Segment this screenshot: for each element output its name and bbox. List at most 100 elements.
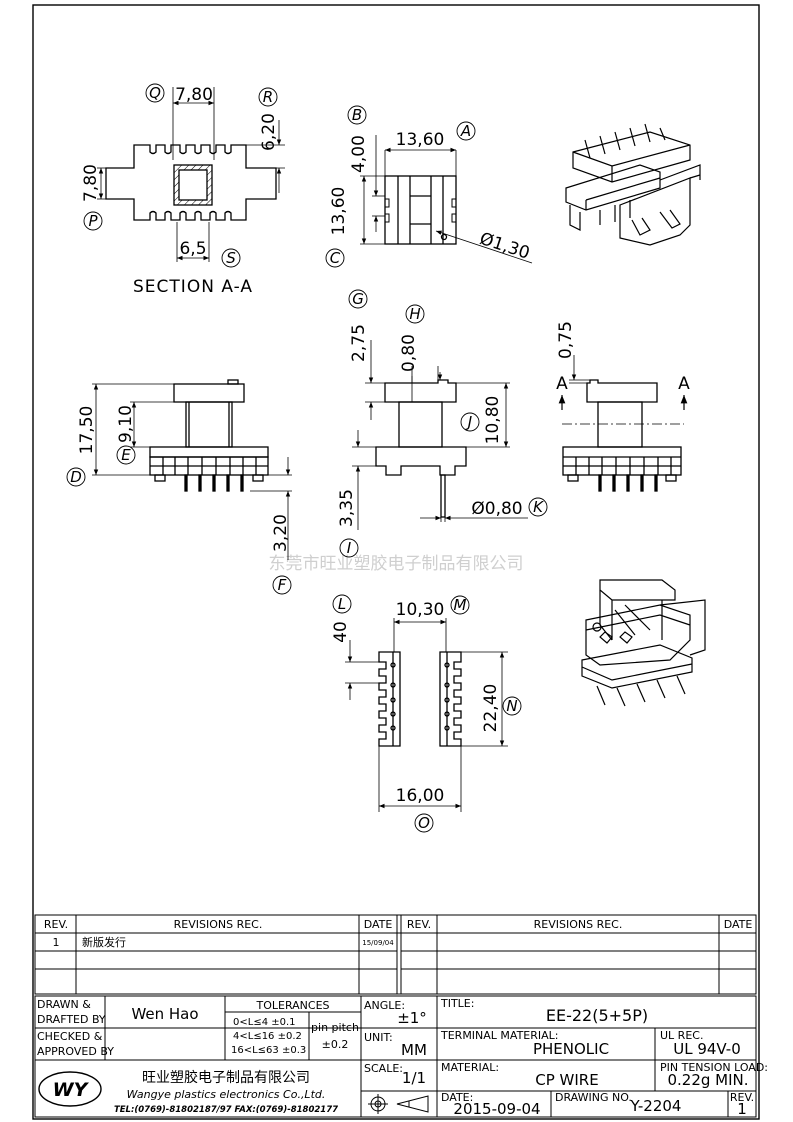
pin-pitch-value: ±0.2 [322,1038,349,1051]
rev-col-rec-left: REVISIONS REC. [174,918,263,931]
section-view [83,83,285,268]
sheet-border [32,4,760,1120]
watermark: 东莞市旺业塑胶电子制品有限公司 [269,554,524,574]
dim-p-value: 7,80 [81,164,101,202]
drawing-no-value: Y-2204 [630,1097,682,1115]
date-value: 2015-09-04 [453,1100,540,1118]
section-arrow-right: A [678,374,690,394]
dim-f-label: F [278,576,287,594]
dim-k-value: Ø0,80 [471,499,522,519]
rev-col-date-right: DATE [724,918,753,931]
logo-text: WY [53,1079,90,1101]
rev-label: REV. [730,1091,754,1104]
ul-label: UL REC. [660,1029,703,1042]
dim-r-value: 6,20 [259,113,279,151]
dim-g-label: G [352,290,364,308]
company-logo: WY [38,1071,102,1107]
dim-m-label: M [454,596,467,614]
dim-p-label: P [88,212,98,230]
dim-c-value: 13,60 [329,187,349,236]
dim-b-label: B [352,106,362,124]
dim-hole-value: Ø1,30 [477,229,532,264]
dim-n-label: N [506,697,517,715]
section-arrow-left: A [556,374,568,394]
pin-pitch-label: pin pitch [311,1021,359,1034]
dim-i-value: 3,35 [337,489,357,527]
approved-label: APPROVED BY [37,1045,114,1058]
projection-symbol-icon [368,1094,429,1114]
rev-col-rec-right: REVISIONS REC. [534,918,623,931]
rev-col-date-left: DATE [364,918,393,931]
front-view [325,105,533,268]
pin-tension-label: PIN TENSION LOAD: [660,1061,768,1074]
terminal-value: PHENOLIC [533,1040,609,1058]
title-label: TITLE: [440,997,474,1010]
tolerance-2: 4<L≤16 ±0.2 [233,1031,302,1042]
side-view-right [558,355,688,492]
dim-s-label: S [226,249,236,267]
dim-r-label: R [263,88,273,106]
ul-value: UL 94V-0 [673,1040,741,1058]
company-name-cn: 旺业塑胶电子制品有限公司 [142,1069,310,1086]
dim-c-label: C [330,249,341,267]
dim-s-value: 6,5 [179,239,206,259]
dim-q-label: Q [149,84,161,102]
iso-view-bottom [581,579,706,707]
rev-row-rev: 1 [53,936,60,949]
dim-o-value: 16,00 [396,786,445,806]
rev-value: 1 [737,1100,747,1118]
dim-n-value: 22,40 [481,684,501,733]
angle-value: ±1° [397,1009,427,1027]
drawn-value: Wen Hao [131,1005,198,1023]
dim-a-label: A [460,122,471,140]
dim-e-label: E [121,446,131,464]
bottom-view [332,594,522,833]
iso-view-top [565,123,701,246]
dim-g-value: 2,75 [349,324,369,362]
dim-d-label: D [70,468,82,486]
revisions-table [34,914,757,995]
company-contact: TEL:(0769)-81802187/97 FAX:(0769)-818021… [114,1105,338,1115]
terminal-label: TERMINAL MATERIAL: [440,1029,559,1042]
dim-t-value: 0,75 [556,321,576,359]
date-label: DATE: [441,1091,473,1104]
pin-tension-value: 0.22g MIN. [667,1071,748,1089]
dim-m-value: 10,30 [396,600,445,620]
dim-l-value: 40 [331,621,351,643]
dim-d-value: 17,50 [77,406,97,455]
company-name-en: Wangye plastics electronics Co.,Ltd. [127,1088,326,1101]
drawing-no-label: DRAWING NO. [555,1091,632,1104]
material-label: MATERIAL: [441,1061,499,1074]
rev-col-rev-right: REV. [407,918,431,931]
unit-label: UNIT: [364,1031,393,1044]
dim-o-label: O [418,814,430,832]
dim-k-label: K [533,498,544,516]
tolerance-3: 16<L≤63 ±0.3 [231,1045,306,1056]
checked-label: CHECKED & [37,1030,103,1043]
title-value: EE-22(5+5P) [546,1006,648,1025]
dim-l-label: L [338,595,346,613]
dim-j-value: 10,80 [483,396,503,445]
material-value: CP WIRE [535,1071,598,1089]
section-label: SECTION A-A [133,277,253,297]
tolerances-label: TOLERANCES [255,999,329,1012]
scale-label: SCALE: [364,1062,403,1075]
dim-b-value: 4,00 [349,135,369,173]
rev-row-date: 15/09/04 [362,939,394,947]
dim-f-value: 3,20 [271,514,291,552]
dim-q-value: 7,80 [175,85,213,105]
dim-h-value: 0,80 [399,334,419,372]
dim-e-value: 9,10 [116,405,136,443]
dim-j-label: J [465,413,472,431]
dim-i-label: I [347,539,352,557]
title-block [34,995,757,1118]
scale-value: 1/1 [402,1069,426,1087]
side-view-center [339,289,548,558]
drafted-label: DRAFTED BY [37,1013,106,1026]
unit-value: MM [401,1041,427,1059]
angle-label: ANGLE: [364,999,405,1012]
rev-row-rec: 新版发行 [82,935,126,949]
drawn-label: DRAWN & [37,998,91,1011]
tolerance-1: 0<L≤4 ±0.1 [233,1017,296,1028]
